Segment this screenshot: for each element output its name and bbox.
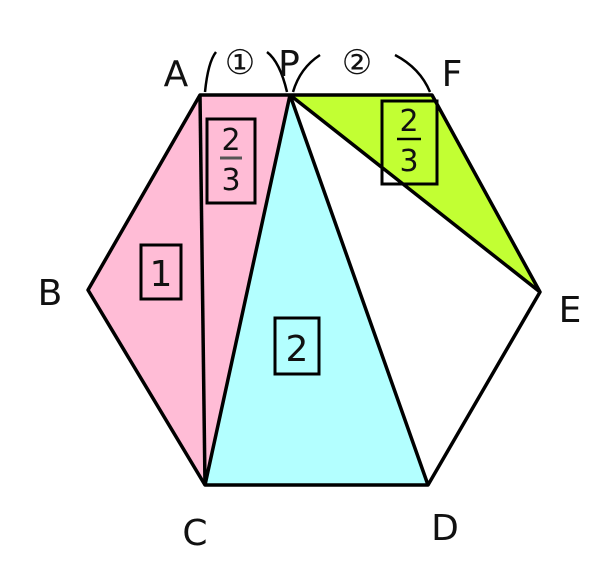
vertex-label-a: A [164, 54, 189, 95]
area-pfe-numerator: 2 [399, 104, 418, 139]
area-acp-denominator: 3 [221, 163, 240, 198]
area-pcd-value: 2 [286, 329, 309, 370]
vertex-label-c: C [182, 513, 207, 554]
vertex-label-d: D [431, 508, 459, 549]
vertex-label-e: E [559, 290, 582, 331]
arc-pf-left [291, 53, 321, 93]
area-box-pcd [273, 316, 321, 376]
vertex-label-p: P [278, 44, 300, 85]
area-abc-value: 1 [150, 254, 173, 295]
segment-pc [203, 94, 292, 486]
arc-ap-right [266, 51, 289, 93]
area-acp-numerator: 2 [221, 123, 240, 158]
arc-ap [203, 51, 218, 93]
region-abc [88, 95, 205, 485]
segment-pe [288, 93, 542, 294]
area-box-acp [205, 117, 257, 205]
segment-pd [288, 94, 430, 486]
region-pcd [205, 95, 428, 485]
area-box-pfe [380, 99, 439, 186]
ratio-ap-label: ① [225, 43, 255, 83]
segment-ac [198, 94, 207, 486]
vertex-label-f: F [442, 54, 463, 95]
ratio-pf-label: ② [342, 43, 372, 83]
area-box-abc [139, 243, 183, 301]
area-pfe-denominator: 3 [399, 144, 418, 179]
arc-pf-right [394, 53, 432, 93]
vertex-label-b: B [38, 273, 63, 314]
